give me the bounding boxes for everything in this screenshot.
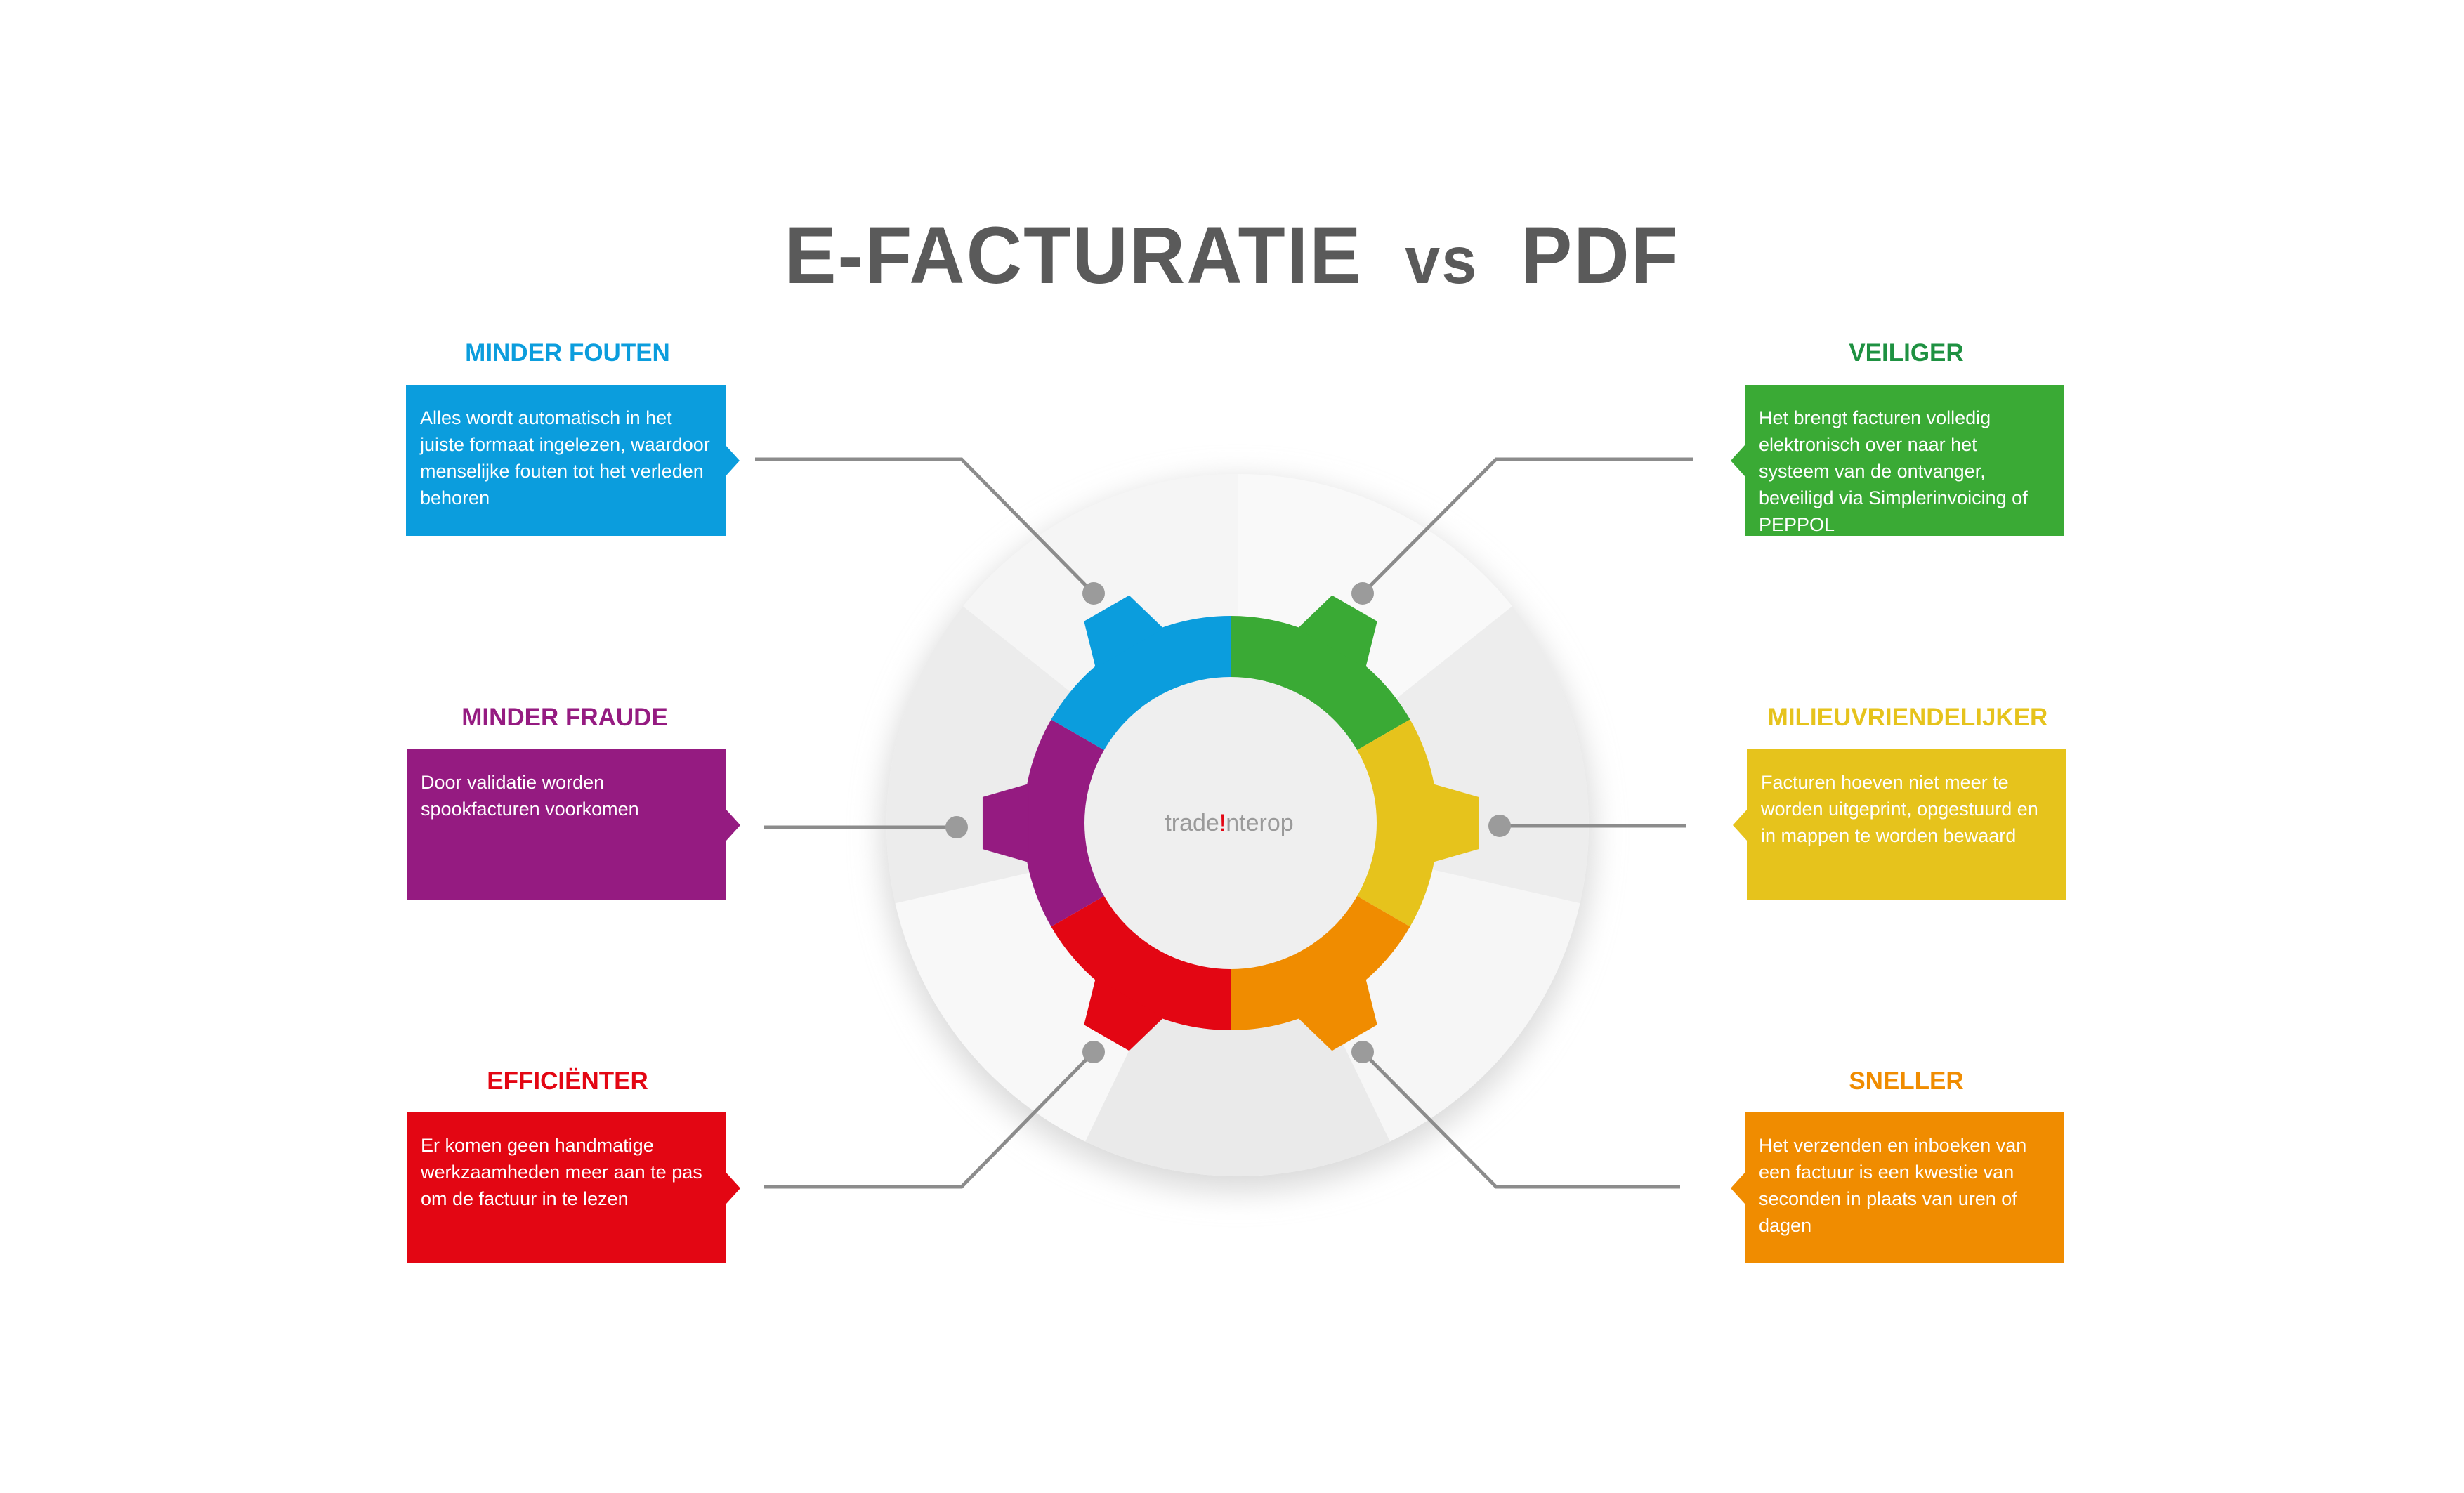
- connector-dot: [1082, 1041, 1105, 1063]
- card-minder-fouten: Alles wordt automatisch in het juiste fo…: [406, 385, 740, 536]
- heading-minder-fraude: MINDER FRAUDE: [461, 704, 668, 731]
- card-minder-fraude: Door validatie worden spookfacturen voor…: [407, 749, 740, 900]
- connector-line: [755, 457, 1095, 595]
- heading-veiliger: VEILIGER: [1849, 339, 1964, 367]
- logo-pre: trade: [1165, 810, 1219, 836]
- title-main: E-FACTURATIE: [785, 209, 1363, 301]
- logo: trade!nterop: [1165, 810, 1293, 836]
- connector-dot: [1488, 815, 1511, 837]
- gear-segment: [1023, 719, 1106, 927]
- title-right: PDF: [1520, 209, 1679, 301]
- connector-dot: [1082, 582, 1105, 605]
- connector-dot: [945, 816, 968, 838]
- gear-segment: [1051, 616, 1231, 751]
- connector-line: [764, 1051, 1095, 1189]
- heading-milieuvriendelijker: MILIEUVRIENDELIJKER: [1767, 704, 2048, 731]
- page-title: E-FACTURATIE vs PDF: [0, 209, 2464, 302]
- hub-circle: [1084, 677, 1377, 969]
- card-text: Door validatie worden spookfacturen voor…: [421, 772, 639, 820]
- heading-sneller: SNELLER: [1849, 1067, 1964, 1095]
- card-text: Er komen geen handmatige werkzaamheden m…: [421, 1135, 702, 1209]
- card-text: Facturen hoeven niet meer te worden uitg…: [1761, 772, 2038, 846]
- logo-mark: !: [1219, 810, 1226, 836]
- gear-tooth: [982, 784, 1029, 862]
- card-milieuvriendelijker: Facturen hoeven niet meer te worden uitg…: [1733, 749, 2066, 900]
- card-pointer: [726, 445, 740, 476]
- gear-segment: [1231, 616, 1410, 751]
- logo-post: nterop: [1226, 810, 1293, 836]
- title-vs: vs: [1405, 223, 1479, 298]
- card-veiliger: Het brengt facturen volledig elektronisc…: [1731, 385, 2064, 536]
- card-text: Het brengt facturen volledig elektronisc…: [1759, 407, 2028, 535]
- connector-line: [1361, 457, 1693, 595]
- card-pointer: [726, 1172, 740, 1204]
- card-sneller: Het verzenden en inboeken van een factuu…: [1731, 1112, 2064, 1263]
- card-pointer: [1731, 1172, 1745, 1204]
- gear-segment: [1051, 895, 1231, 1030]
- gear-tooth: [1084, 978, 1164, 1051]
- gear-segment: [1231, 895, 1410, 1030]
- heading-efficienter: EFFICIËNTER: [487, 1067, 648, 1095]
- connector-line: [1361, 1051, 1680, 1189]
- gear-tooth: [1432, 784, 1479, 862]
- gear-tooth: [1084, 595, 1164, 668]
- gear-ring: [982, 595, 1479, 1051]
- gear-tooth: [1297, 595, 1377, 668]
- gear-segment: [1355, 719, 1438, 927]
- connectors: [755, 457, 1693, 1189]
- card-text: Alles wordt automatisch in het juiste fo…: [420, 407, 710, 508]
- connector-dot: [1351, 1041, 1374, 1063]
- card-text: Het verzenden en inboeken van een factuu…: [1759, 1135, 2027, 1236]
- connector-dot: [1351, 582, 1374, 605]
- card-efficienter: Er komen geen handmatige werkzaamheden m…: [407, 1112, 740, 1263]
- heading-minder-fouten: MINDER FOUTEN: [465, 339, 670, 367]
- card-pointer: [726, 809, 740, 841]
- card-pointer: [1731, 445, 1745, 476]
- gear-tooth: [1297, 978, 1377, 1051]
- card-pointer: [1733, 809, 1747, 841]
